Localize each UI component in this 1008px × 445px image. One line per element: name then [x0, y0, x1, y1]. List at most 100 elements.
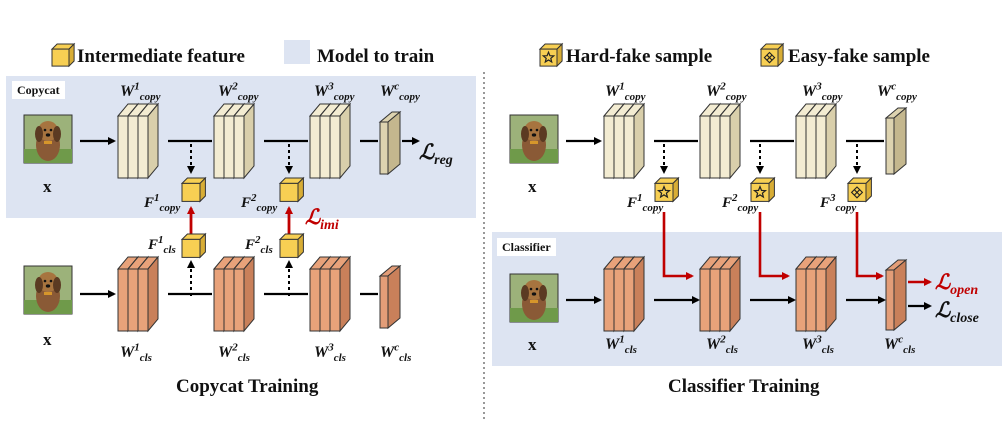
- cls-block-2-slab-2: [233, 268, 245, 332]
- right-cls-block-3: [794, 255, 838, 333]
- cls-block-3-slab-1: [319, 268, 331, 332]
- cls-block-3-slab-side-2: [339, 255, 351, 333]
- right-cls-block-2-slab-1: [709, 268, 721, 332]
- input-image-copy-right-eye-r: [535, 128, 539, 132]
- cls-fc-layer-front: [379, 275, 389, 329]
- weight-cls-3-label: W3cls: [314, 341, 346, 365]
- feature-cube-copy-2: [278, 176, 305, 203]
- right-cls-fc-layer: [884, 258, 908, 332]
- copy-fc-layer-front: [379, 121, 389, 175]
- weight-copy-2-label: W2copy: [218, 80, 259, 104]
- weight-cls-2-label: W2cls: [218, 341, 250, 365]
- input-image-copy-right-ear-r: [539, 126, 547, 142]
- input-image-classifier-collar: [530, 300, 538, 303]
- input-image-cls-left-collar: [44, 292, 52, 295]
- right-copy-block-1: [602, 102, 646, 180]
- input-image-classifier-eye-r: [535, 287, 539, 291]
- right-copy-block-3-slab-side-2: [825, 102, 837, 180]
- input-image-copy-right: [509, 114, 559, 164]
- cls-block-3-slab-2: [329, 268, 341, 332]
- copy-block-1: [116, 102, 160, 180]
- legend-hard-fake-cube-front: [539, 48, 558, 67]
- input-image-copycat-nose: [45, 133, 51, 137]
- feature-cls-2-label: F2cls: [245, 234, 273, 256]
- weight-copy-3-label: W3copy: [314, 80, 355, 104]
- right-copy-block-1-slab-0: [603, 115, 615, 179]
- legend-easy-fake-label: Easy-fake sample: [788, 46, 930, 67]
- weight-cls-c-label: Wccls: [380, 341, 412, 365]
- feature-cube-cls-1-front: [181, 238, 201, 258]
- cls-block-1-slab-2: [137, 268, 149, 332]
- right-cls-fc-layer-front: [885, 269, 895, 331]
- right-feature-copy-1-label: F1copy: [627, 192, 664, 214]
- input-image-cls-left-ear-l: [35, 277, 43, 293]
- right-weight-cls-c-label: Wccls: [884, 333, 916, 357]
- input-label-copy-right: x: [528, 177, 537, 196]
- copy-block-2-slab-0: [213, 115, 225, 179]
- loss-reg-label: ℒreg: [419, 140, 453, 169]
- input-image-copycat: [23, 114, 73, 164]
- classifier-panel-tag: Classifier: [497, 238, 556, 256]
- right-cls-block-2-slab-2: [719, 268, 731, 332]
- cls-block-3: [308, 255, 352, 333]
- copy-block-2-slab-1: [223, 115, 235, 179]
- input-image-copycat-ear-l: [35, 126, 43, 142]
- copy-block-3: [308, 102, 352, 180]
- right-feature-cube-3: [846, 176, 873, 203]
- cls-fc-layer-side: [387, 264, 401, 330]
- right-cls-block-1-slab-0: [603, 268, 615, 332]
- copy-block-3-slab-side-2: [339, 102, 351, 180]
- right-cls-fc-layer-side: [893, 258, 907, 332]
- right-cls-block-3-slab-1: [805, 268, 817, 332]
- right-copy-fc-layer-side: [893, 106, 907, 176]
- legend-feature-cube: [50, 42, 76, 68]
- cls-block-2-slab-1: [223, 268, 235, 332]
- input-image-classifier-ear-l: [521, 285, 529, 301]
- right-cls-block-1-slab-1: [613, 268, 625, 332]
- legend-model-swatch: [284, 40, 310, 64]
- legend-model-to-train-label: Model to train: [317, 46, 435, 67]
- weight-copy-c-label: Wccopy: [380, 80, 420, 104]
- right-weight-copy-1-label: W1copy: [605, 80, 646, 104]
- input-image-copycat-ear-r: [53, 126, 61, 142]
- right-weight-cls-1-label: W1cls: [605, 333, 637, 357]
- legend-intermediate-feature-label: Intermediate feature: [77, 46, 245, 67]
- input-label-classifier: x: [528, 335, 537, 354]
- right-copy-block-3-slab-1: [805, 115, 817, 179]
- feature-cube-cls-1: [180, 232, 207, 259]
- right-cls-block-2-slab-side-2: [729, 255, 741, 333]
- input-image-copycat-eye-r: [49, 128, 53, 132]
- right-weight-cls-3-label: W3cls: [802, 333, 834, 357]
- cls-block-1-slab-0: [117, 268, 129, 332]
- right-copy-block-1-slab-1: [613, 115, 625, 179]
- legend-easy-fake-cube: [759, 42, 785, 68]
- caption-copycat-training: Copycat Training: [176, 376, 319, 397]
- right-weight-cls-2-label: W2cls: [706, 333, 738, 357]
- right-feature-cube-1-front: [654, 182, 674, 202]
- weight-copy-1-label: W1copy: [120, 80, 161, 104]
- input-image-cls-left-eye-l: [43, 279, 47, 283]
- feature-cube-copy-1-front: [181, 182, 201, 202]
- legend-hard-fake-cube-star-icon: [541, 50, 556, 64]
- cls-fc-layer: [378, 264, 402, 330]
- copy-block-1-slab-2: [137, 115, 149, 179]
- loss-open-label: ℒopen: [935, 270, 979, 299]
- input-image-classifier-eye-l: [529, 287, 533, 291]
- cls-block-2-slab-0: [213, 268, 225, 332]
- right-copy-block-3-slab-2: [815, 115, 827, 179]
- right-weight-copy-3-label: W3copy: [802, 80, 843, 104]
- legend-easy-fake-cube-x2: [766, 54, 773, 61]
- input-image-cls-left-head: [38, 272, 58, 292]
- copy-block-3-slab-2: [329, 115, 341, 179]
- input-image-classifier-nose: [531, 292, 537, 296]
- right-cls-block-3-slab-0: [795, 268, 807, 332]
- cls-block-3-slab-0: [309, 268, 321, 332]
- right-copy-fc-layer: [884, 106, 908, 176]
- right-feature-cube-3-x2: [853, 189, 861, 196]
- right-feature-cube-1-star-icon: [656, 184, 672, 199]
- legend-easy-fake-cube-diamond: [763, 51, 776, 64]
- cls-block-2-slab-side-2: [243, 255, 255, 333]
- right-copy-block-3-slab-0: [795, 115, 807, 179]
